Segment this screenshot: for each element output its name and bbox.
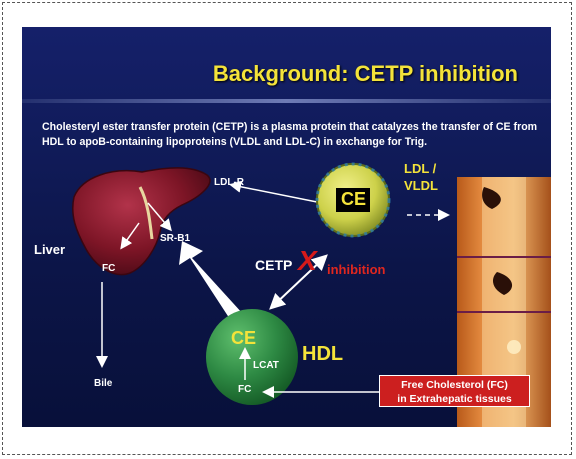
- extrahepatic-fc-line2: in Extrahepatic tissues: [397, 393, 512, 405]
- lcat-label: LCAT: [253, 360, 279, 371]
- slide-description: Cholesteryl ester transfer protein (CETP…: [42, 121, 538, 148]
- slide: Background: CETP inhibition Cholesteryl …: [22, 27, 551, 427]
- liver-label: Liver: [34, 242, 66, 257]
- cetp-label: CETP: [255, 257, 293, 273]
- pathway-diagram: [72, 162, 551, 427]
- ldl-to-ldlr-arrow: [229, 180, 323, 204]
- hdl-to-liver-arrow: [179, 241, 253, 333]
- ldl-r-label: LDL-R: [214, 177, 244, 188]
- bile-label: Bile: [94, 378, 113, 389]
- cetp-exchange-arrow: [269, 254, 328, 310]
- hdl-label: HDL: [302, 343, 344, 365]
- extrahepatic-fc-line1: Free Cholesterol (FC): [401, 379, 508, 391]
- title-divider: [22, 99, 551, 103]
- ldl-vldl-label: LDL / VLDL: [404, 160, 438, 194]
- sr-b1-label: SR-B1: [160, 233, 191, 244]
- cetp-inhibition-x: X: [298, 245, 317, 276]
- sr-b1-uptake-arrow: [147, 202, 172, 232]
- liver-fc-label: FC: [102, 263, 116, 274]
- figure-frame: [2, 2, 572, 455]
- hdl-fc-label: FC: [238, 384, 252, 395]
- liver-to-fc-arrow: [120, 222, 140, 250]
- liver-illustration: [72, 167, 211, 276]
- extrahepatic-fc-box: Free Cholesterol (FC) in Extrahepatic ti…: [379, 375, 530, 407]
- ldl-particle-icon: [315, 162, 391, 238]
- hdl-ce-label: CE: [231, 328, 257, 348]
- hdl-particle-icon: [206, 309, 298, 405]
- inhibition-label: inhibition: [327, 262, 386, 277]
- ldl-ce-label: CE: [341, 189, 367, 209]
- ldl-vldl-label-line2: VLDL: [404, 178, 438, 193]
- ldl-vldl-label-line1: LDL /: [404, 161, 437, 176]
- slide-title: Background: CETP inhibition: [212, 61, 518, 86]
